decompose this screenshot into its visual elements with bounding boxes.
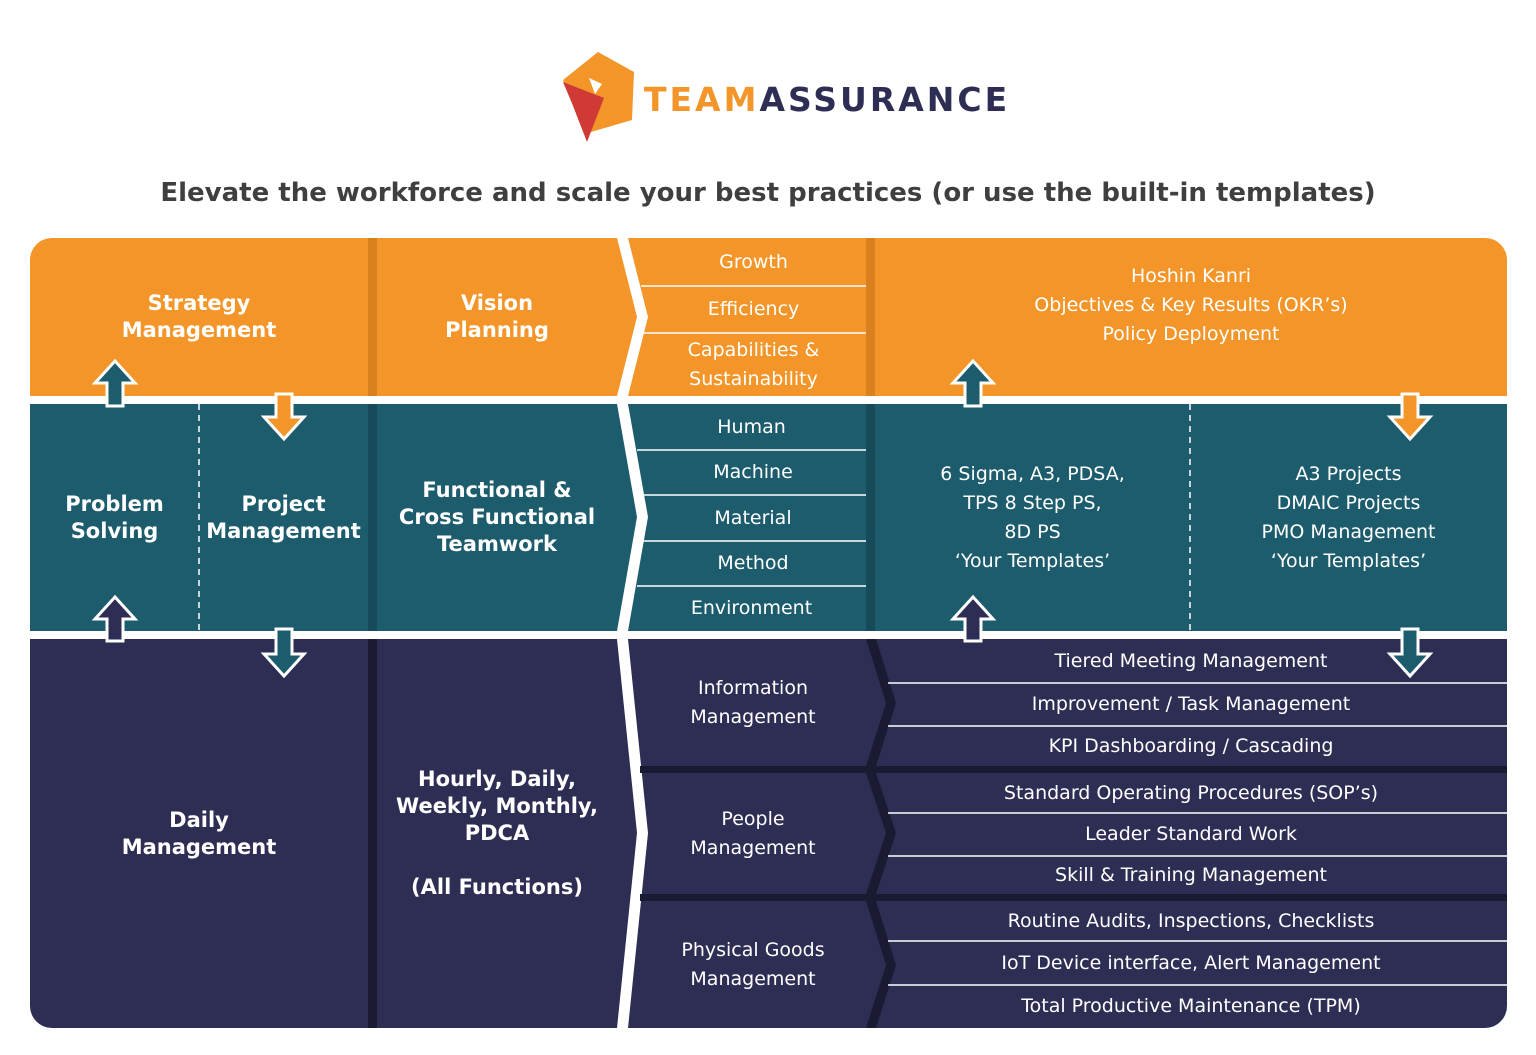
daily-item: KPI Dashboarding / Cascading bbox=[1048, 734, 1334, 757]
col-sep-team-right bbox=[866, 404, 875, 631]
factor-environment: Environment bbox=[690, 597, 813, 619]
brand-name-team: TEAM bbox=[644, 80, 760, 119]
factor-method: Method bbox=[717, 552, 789, 574]
arrow-down-icon bbox=[1386, 627, 1434, 679]
group-label-information: Information Management bbox=[690, 676, 816, 728]
daily-item: Skill & Training Management bbox=[1055, 863, 1327, 886]
chevron-group-3 bbox=[866, 901, 896, 1028]
arrow-down-icon bbox=[260, 392, 308, 442]
daily-item: Improvement / Task Management bbox=[1031, 693, 1351, 715]
chevron-group-2 bbox=[866, 773, 896, 894]
band-gap-top bbox=[30, 396, 1507, 404]
arrow-down-icon bbox=[1386, 392, 1434, 442]
chevron-strategy bbox=[617, 238, 648, 396]
teamwork-band bbox=[30, 404, 1507, 631]
strategy-band bbox=[30, 238, 1507, 396]
strategy-management-label: Strategy Management bbox=[121, 291, 277, 342]
vision-planning-label: Vision Planning bbox=[445, 291, 549, 342]
arrow-up-icon bbox=[91, 594, 139, 643]
arrow-up-icon bbox=[949, 594, 997, 643]
daily-item: Total Productive Maintenance (TPM) bbox=[1021, 995, 1361, 1017]
band-gap-bottom bbox=[30, 631, 1507, 639]
problem-solving-label: Problem Solving bbox=[65, 491, 164, 543]
col-sep-strategy bbox=[368, 238, 377, 396]
group-label-physical-goods: Physical Goods Management bbox=[681, 938, 825, 990]
strategy-item-capabilities: Capabilities & Sustainability bbox=[687, 338, 820, 390]
daily-item: IoT Device interface, Alert Management bbox=[1001, 951, 1381, 974]
arrow-down-icon bbox=[260, 627, 308, 679]
daily-item: Routine Audits, Inspections, Checklists bbox=[1007, 909, 1375, 932]
chevron-daily bbox=[617, 639, 648, 1028]
logo-pentagon-icon bbox=[563, 52, 634, 142]
daily-management-label: Daily Management bbox=[121, 807, 277, 859]
factor-machine: Machine bbox=[713, 461, 793, 483]
daily-item: Standard Operating Procedures (SOP’s) bbox=[1003, 781, 1379, 804]
factor-human: Human bbox=[717, 415, 786, 438]
project-management-label: Project Management bbox=[206, 491, 361, 543]
col-sep-daily bbox=[368, 639, 377, 1028]
arrow-up-icon bbox=[91, 358, 139, 408]
daily-band bbox=[30, 639, 1507, 1028]
group-sep-2 bbox=[640, 894, 1507, 901]
daily-cadence-label: Hourly, Daily, Weekly, Monthly, PDCA (Al… bbox=[396, 767, 598, 899]
factor-material: Material bbox=[714, 506, 792, 529]
group-sep-1 bbox=[640, 766, 1507, 773]
problem-solving-methods-text: 6 Sigma, A3, PDSA, TPS 8 Step PS, 8D PS … bbox=[940, 462, 1125, 572]
brand-wordmark: TEAMASSURANCE bbox=[644, 78, 1010, 122]
col-sep-strategy-right bbox=[866, 238, 875, 396]
chevron-team bbox=[617, 404, 648, 631]
strategy-item-efficiency: Efficiency bbox=[707, 298, 800, 320]
project-methods-text: A3 Projects DMAIC Projects PMO Managemen… bbox=[1261, 462, 1436, 572]
strategy-methods-text: Hoshin Kanri Objectives & Key Results (O… bbox=[1034, 265, 1348, 345]
arrow-up-icon bbox=[949, 358, 997, 408]
diagram-bands bbox=[30, 238, 1507, 1028]
group-label-people: People Management bbox=[690, 807, 816, 859]
chevron-group-1 bbox=[866, 639, 896, 766]
strategy-item-growth: Growth bbox=[719, 250, 788, 273]
page-title: Elevate the workforce and scale your bes… bbox=[160, 178, 1376, 208]
col-sep-team bbox=[368, 404, 377, 631]
teamwork-label: Functional & Cross Functional Teamwork bbox=[398, 478, 596, 556]
daily-item: Leader Standard Work bbox=[1085, 823, 1297, 845]
daily-item: Tiered Meeting Management bbox=[1054, 649, 1328, 672]
brand-name-assurance: ASSURANCE bbox=[759, 80, 1011, 119]
